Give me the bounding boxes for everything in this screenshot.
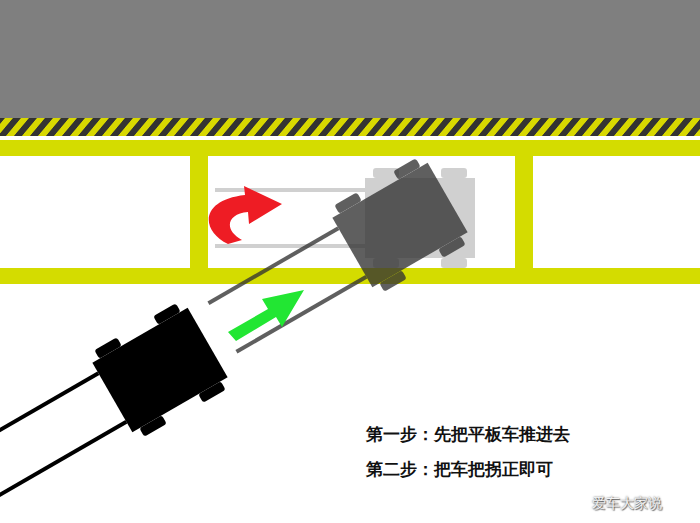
parking-line (0, 140, 700, 156)
step-note: 第二步：把车把拐正即可 (366, 458, 553, 481)
step-note: 第一步：先把平板车推进去 (366, 423, 570, 446)
hazard-stripe (0, 118, 700, 136)
wall-area (0, 0, 700, 118)
push-arrow (228, 290, 304, 341)
watermark: 爱车大家说 (592, 495, 662, 513)
turn-arrow (209, 186, 282, 244)
parking-divider (190, 140, 208, 284)
parking-line (0, 268, 700, 284)
cart-start (0, 299, 233, 516)
parking-divider (515, 140, 533, 284)
cart-pushed-in (197, 154, 472, 371)
